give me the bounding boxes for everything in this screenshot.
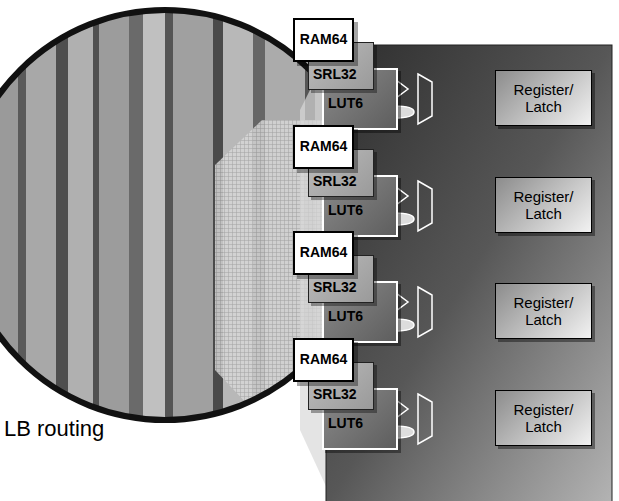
box-label: LUT6 — [328, 415, 396, 431]
box-label: Register/ Latch — [502, 188, 585, 223]
box-label: RAM64 — [295, 351, 352, 367]
register-box: Register/ Latch — [495, 177, 592, 233]
die-stripe — [143, 0, 165, 430]
mux-symbol — [418, 287, 432, 337]
mux-symbol — [418, 394, 432, 444]
region-label: LB routing — [4, 416, 104, 442]
die-stripe — [26, 0, 56, 430]
die-stripe — [99, 0, 129, 430]
box-label: LUT6 — [328, 202, 396, 218]
ram-box: RAM64 — [293, 231, 354, 275]
box-label: RAM64 — [295, 138, 352, 154]
mux-symbol — [418, 181, 432, 231]
die-stripe — [165, 0, 173, 430]
register-box: Register/ Latch — [495, 70, 592, 126]
die-stripe — [56, 0, 68, 430]
ram-box: RAM64 — [293, 338, 354, 382]
box-label: RAM64 — [295, 244, 352, 260]
die-stripe — [173, 0, 213, 430]
box-label: SRL32 — [313, 386, 373, 402]
box-label: RAM64 — [295, 31, 352, 47]
mux-symbol — [418, 74, 432, 124]
box-label: SRL32 — [313, 66, 373, 82]
die-stripe — [93, 0, 99, 430]
die-stripe — [129, 0, 143, 430]
mux-group — [394, 287, 432, 337]
die-stripe — [0, 0, 18, 430]
box-label: Register/ Latch — [502, 401, 585, 436]
box-label: Register/ Latch — [502, 294, 585, 329]
ram-box: RAM64 — [293, 18, 354, 62]
box-label: LUT6 — [328, 95, 396, 111]
mux-group — [394, 74, 432, 124]
mux-group — [394, 394, 432, 444]
mux-group — [394, 181, 432, 231]
ram-box: RAM64 — [293, 125, 354, 169]
box-label: SRL32 — [313, 279, 373, 295]
box-label: Register/ Latch — [502, 81, 585, 116]
die-stripe — [68, 0, 93, 430]
register-box: Register/ Latch — [495, 283, 592, 339]
box-label: SRL32 — [313, 173, 373, 189]
box-label: LUT6 — [328, 308, 396, 324]
register-box: Register/ Latch — [495, 390, 592, 446]
